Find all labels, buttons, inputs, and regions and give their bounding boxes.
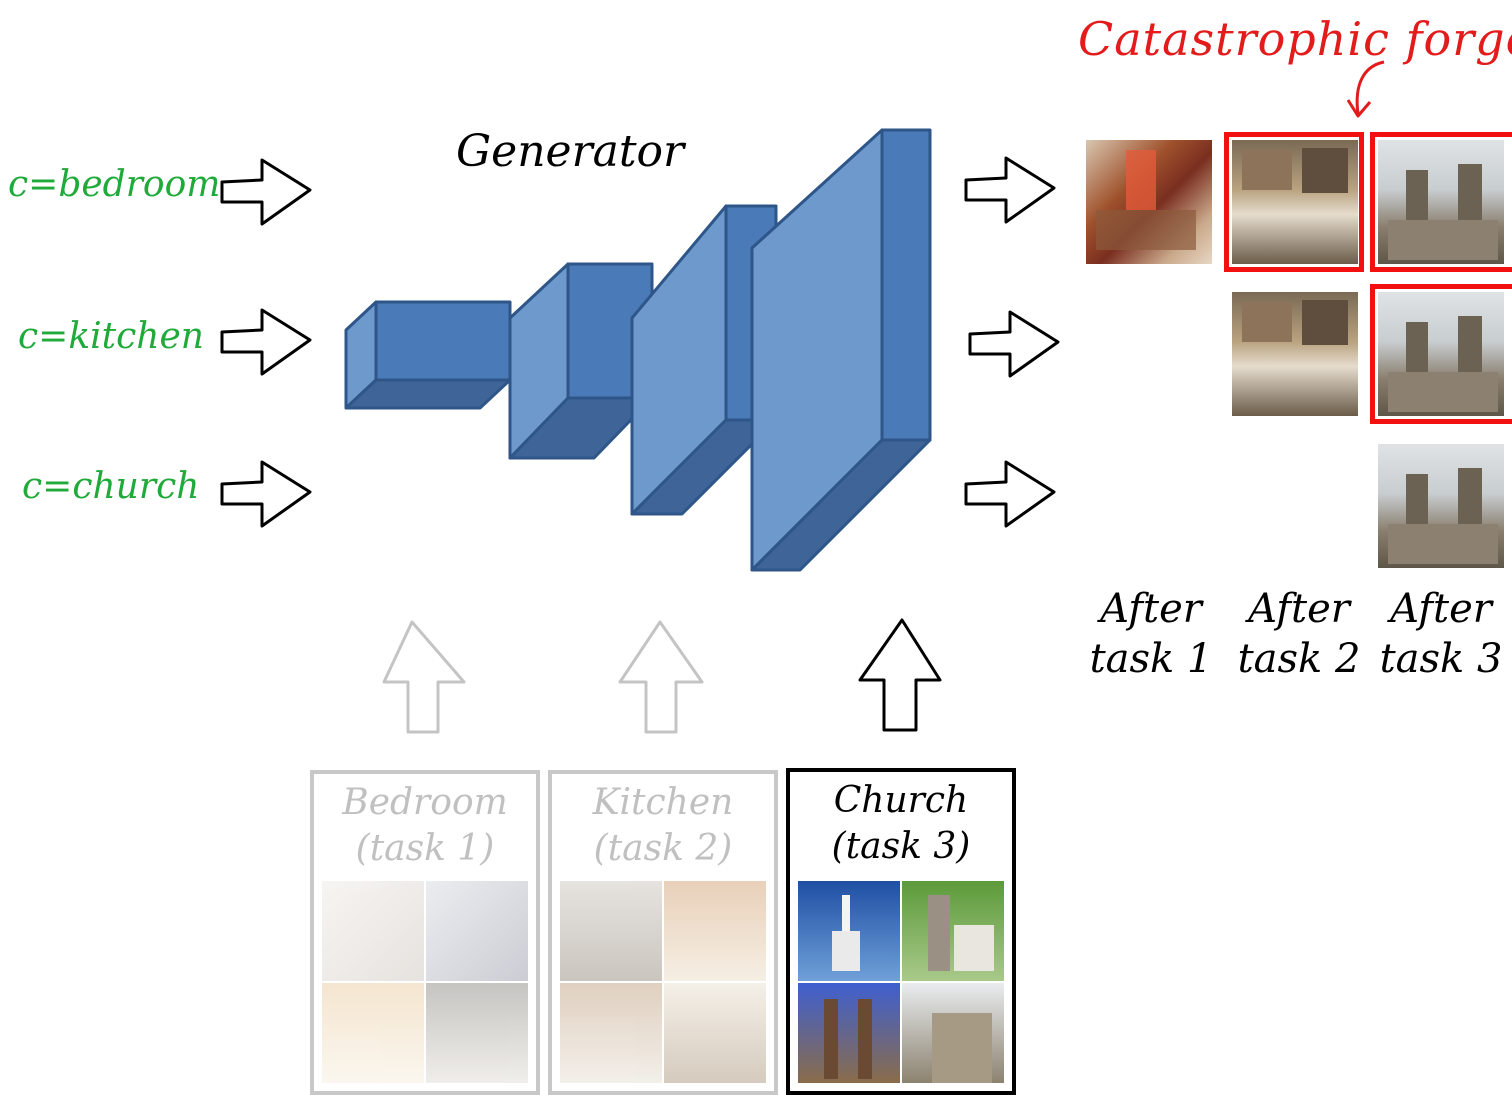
sample-kitchen-after-task2: [1232, 140, 1358, 264]
task-thumbnails: [560, 881, 766, 1083]
arrow-right-icon: [964, 460, 1056, 528]
catastrophic-forgetting-label: Catastrophic forge: [1078, 12, 1512, 66]
thumb-bedroom-3: [322, 983, 424, 1083]
arrow-right-icon: [220, 158, 312, 226]
task-sub: (task 2): [593, 828, 733, 869]
arrow-right-icon: [964, 156, 1056, 224]
forgetting-frame-kitchen: [1224, 132, 1364, 272]
after-task-1-label: After task 1: [1089, 586, 1213, 682]
after-task-3-label: After task 3: [1379, 586, 1503, 682]
forgetting-frame-church-row1: [1370, 132, 1512, 272]
task-thumbnails: [798, 881, 1004, 1083]
sample-church-row3: [1378, 444, 1504, 568]
arrow-up-icon-task2: [618, 620, 704, 734]
condition-label-bedroom: c=bedroom: [8, 164, 221, 205]
generator-blocks: [344, 128, 932, 572]
block-1-front: [374, 300, 512, 382]
arrow-up-icon-task1: [382, 620, 466, 734]
task-box-bedroom: Bedroom (task 1): [310, 770, 540, 1095]
task-box-kitchen: Kitchen (task 2): [548, 770, 778, 1095]
condition-label-kitchen: c=kitchen: [18, 316, 204, 357]
thumb-bedroom-4: [426, 983, 528, 1083]
task-name: Kitchen: [592, 782, 734, 823]
task-box-church: Church (task 3): [786, 768, 1016, 1095]
generator-title: Generator: [456, 126, 685, 177]
thumb-church-3: [798, 983, 900, 1083]
sample-kitchen-row2: [1232, 292, 1358, 416]
sample-church-row2: [1378, 292, 1504, 416]
output-arrows: [964, 156, 1060, 528]
input-arrows: [220, 158, 312, 528]
thumb-church-2: [902, 881, 1004, 981]
condition-label-church: c=church: [22, 466, 200, 507]
task-sub: (task 3): [831, 826, 971, 867]
forgetting-frame-church-row2: [1370, 284, 1512, 424]
arrow-right-icon: [968, 310, 1060, 378]
thumb-kitchen-1: [560, 881, 662, 981]
thumb-church-1: [798, 881, 900, 981]
thumb-bedroom-2: [426, 881, 528, 981]
after-task-2-label: After task 2: [1237, 586, 1361, 682]
sample-church-after-task3-row1: [1378, 140, 1504, 264]
thumb-bedroom-1: [322, 881, 424, 981]
arrow-up-icon-task3: [858, 618, 942, 732]
thumb-kitchen-2: [664, 881, 766, 981]
arrow-right-icon: [220, 460, 312, 528]
thumb-kitchen-4: [664, 983, 766, 1083]
thumb-church-4: [902, 983, 1004, 1083]
forgetting-pointer-arrow: [1355, 60, 1385, 115]
block-1-bottom: [344, 378, 512, 410]
task-sub: (task 1): [355, 828, 495, 869]
task-name: Church: [833, 780, 969, 821]
task-thumbnails: [322, 881, 528, 1083]
arrow-right-icon: [220, 308, 312, 376]
sample-bedroom-after-task1: [1086, 140, 1212, 264]
thumb-kitchen-3: [560, 983, 662, 1083]
task-name: Bedroom: [342, 782, 508, 823]
block-4-front: [880, 128, 932, 442]
